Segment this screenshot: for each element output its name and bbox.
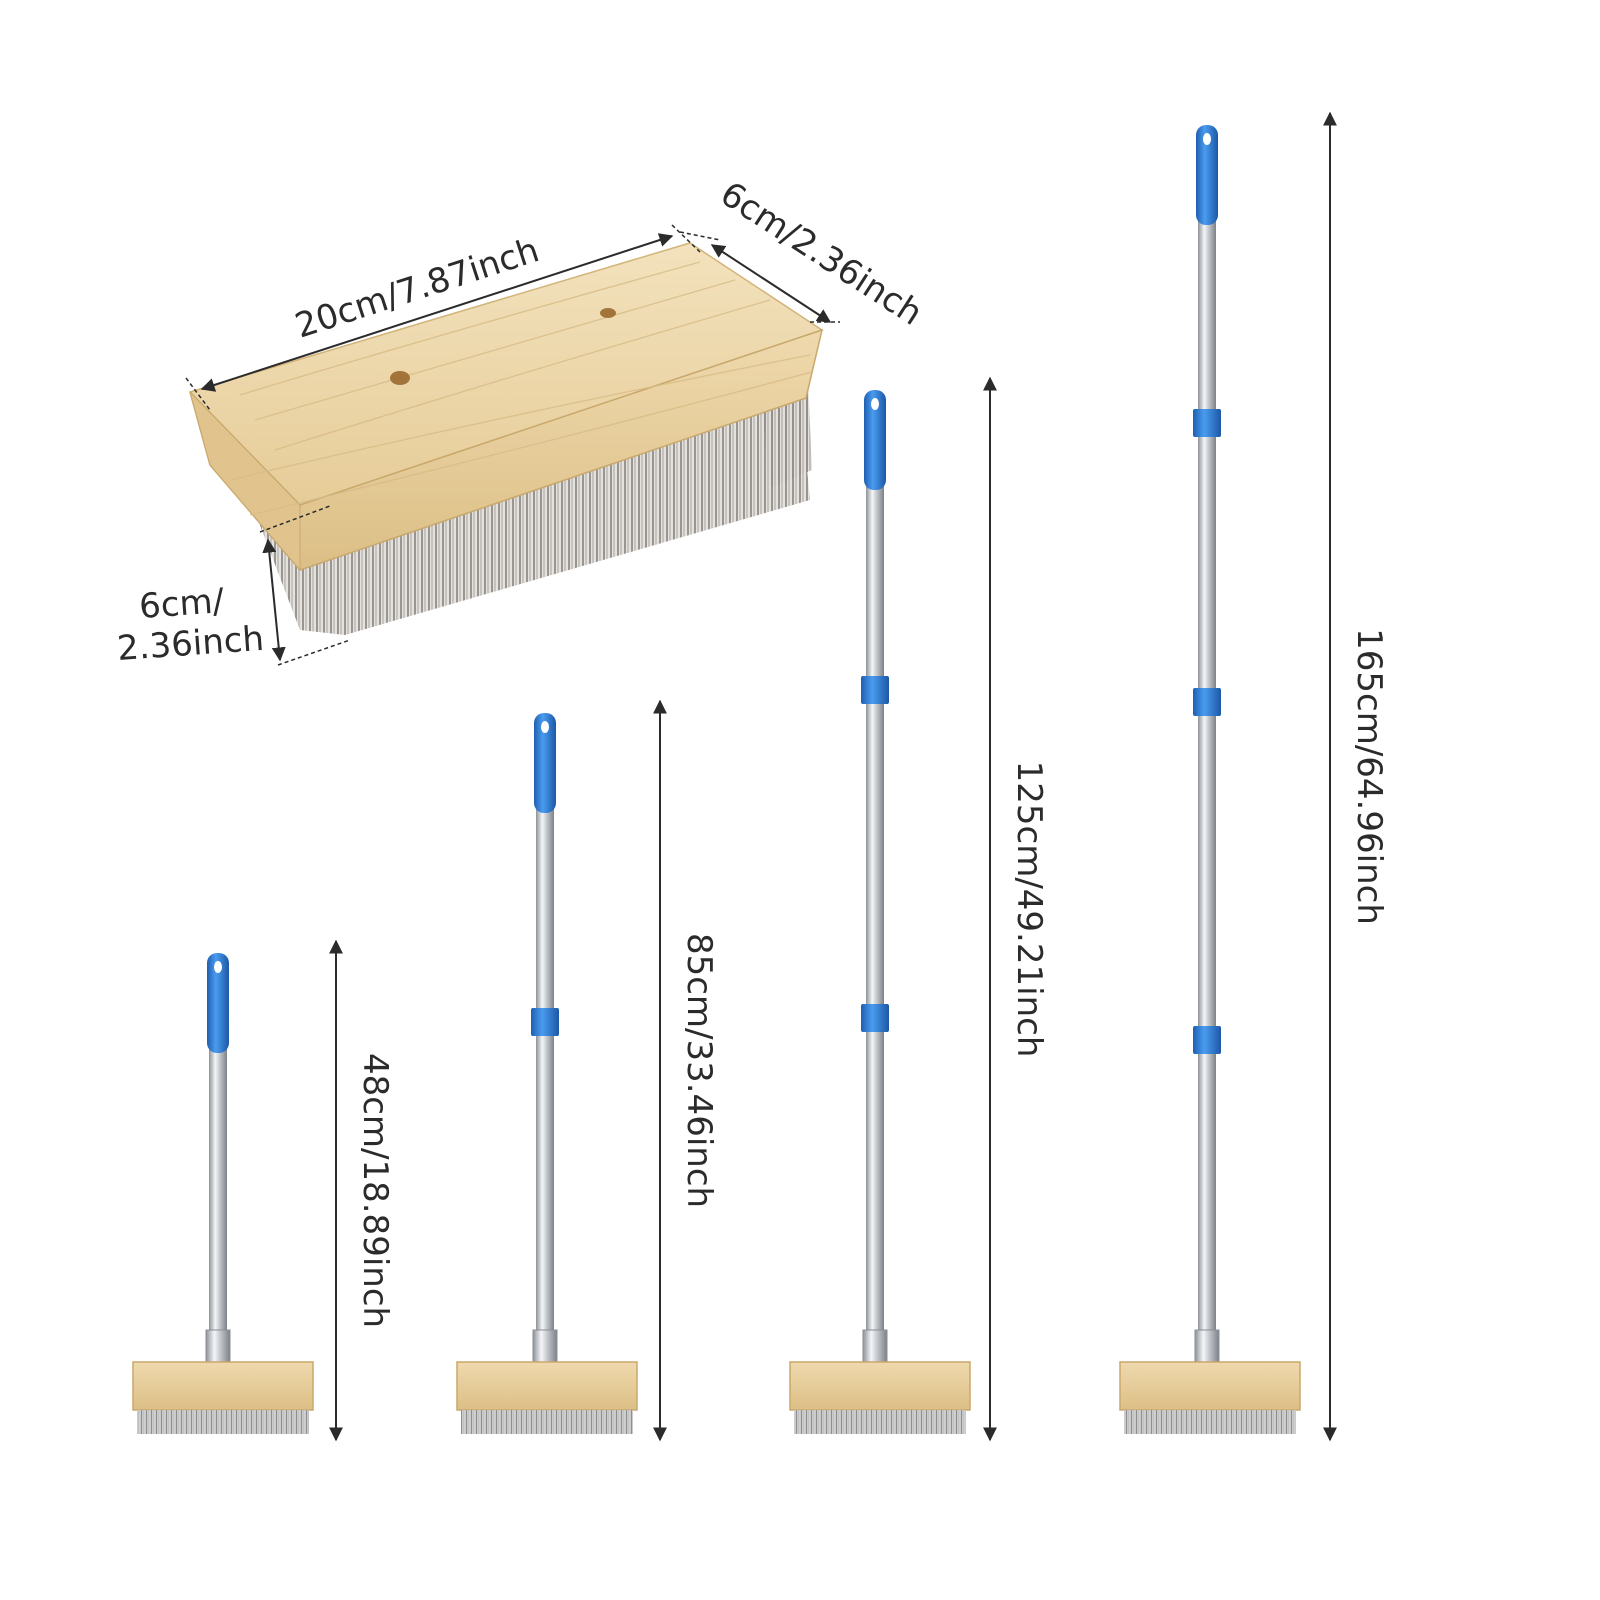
lock-band — [1193, 1026, 1221, 1054]
head-height-dimension: 6cm/ 2.36inch — [116, 505, 351, 669]
brush-variant-4: 165cm/64.96inch — [1119, 111, 1389, 1442]
brush-head-bristles — [258, 395, 810, 635]
pole — [1198, 220, 1216, 1350]
brush-head-closeup — [188, 242, 824, 635]
pole — [866, 485, 884, 1350]
pole — [209, 1048, 227, 1350]
brush-variants: 48cm/18.89inch 85cm/33.46inch 125cm/49.21i… — [132, 111, 1389, 1442]
grip — [864, 390, 886, 490]
hang-hole — [1203, 133, 1211, 145]
wood-head — [456, 1361, 638, 1411]
wood-head — [789, 1361, 971, 1411]
brush-variant-2: 85cm/33.46inch — [456, 699, 719, 1442]
hang-hole — [541, 721, 549, 733]
lock-band — [531, 1008, 559, 1036]
length-label: 125cm/49.21inch — [1009, 761, 1049, 1058]
lock-band — [861, 676, 889, 704]
brush-head-left-end — [189, 391, 301, 572]
length-label: 85cm/33.46inch — [679, 933, 719, 1208]
bristles — [461, 1410, 633, 1434]
wood-head — [132, 1361, 314, 1411]
length-label: 165cm/64.96inch — [1349, 628, 1389, 925]
hang-hole — [214, 961, 222, 973]
hang-hole — [871, 398, 879, 410]
head-height-label-line2: 2.36inch — [116, 619, 265, 669]
brush-head-hole — [600, 308, 616, 318]
lock-band — [1193, 688, 1221, 716]
lock-band — [1193, 409, 1221, 437]
bristles — [137, 1410, 309, 1434]
length-label: 48cm/18.89inch — [355, 1053, 395, 1328]
wood-head — [1119, 1361, 1301, 1411]
pole — [536, 808, 554, 1350]
grip — [534, 713, 556, 813]
bristles — [794, 1410, 966, 1434]
brush-head-hole — [390, 371, 410, 385]
brush-variant-3: 125cm/49.21inch — [789, 376, 1049, 1442]
grip — [207, 953, 229, 1053]
brush-variant-1: 48cm/18.89inch — [132, 939, 395, 1442]
grip — [1196, 125, 1218, 225]
lock-band — [861, 1004, 889, 1032]
bristles — [1124, 1410, 1296, 1434]
head-height-label-line1: 6cm/ — [138, 581, 226, 627]
